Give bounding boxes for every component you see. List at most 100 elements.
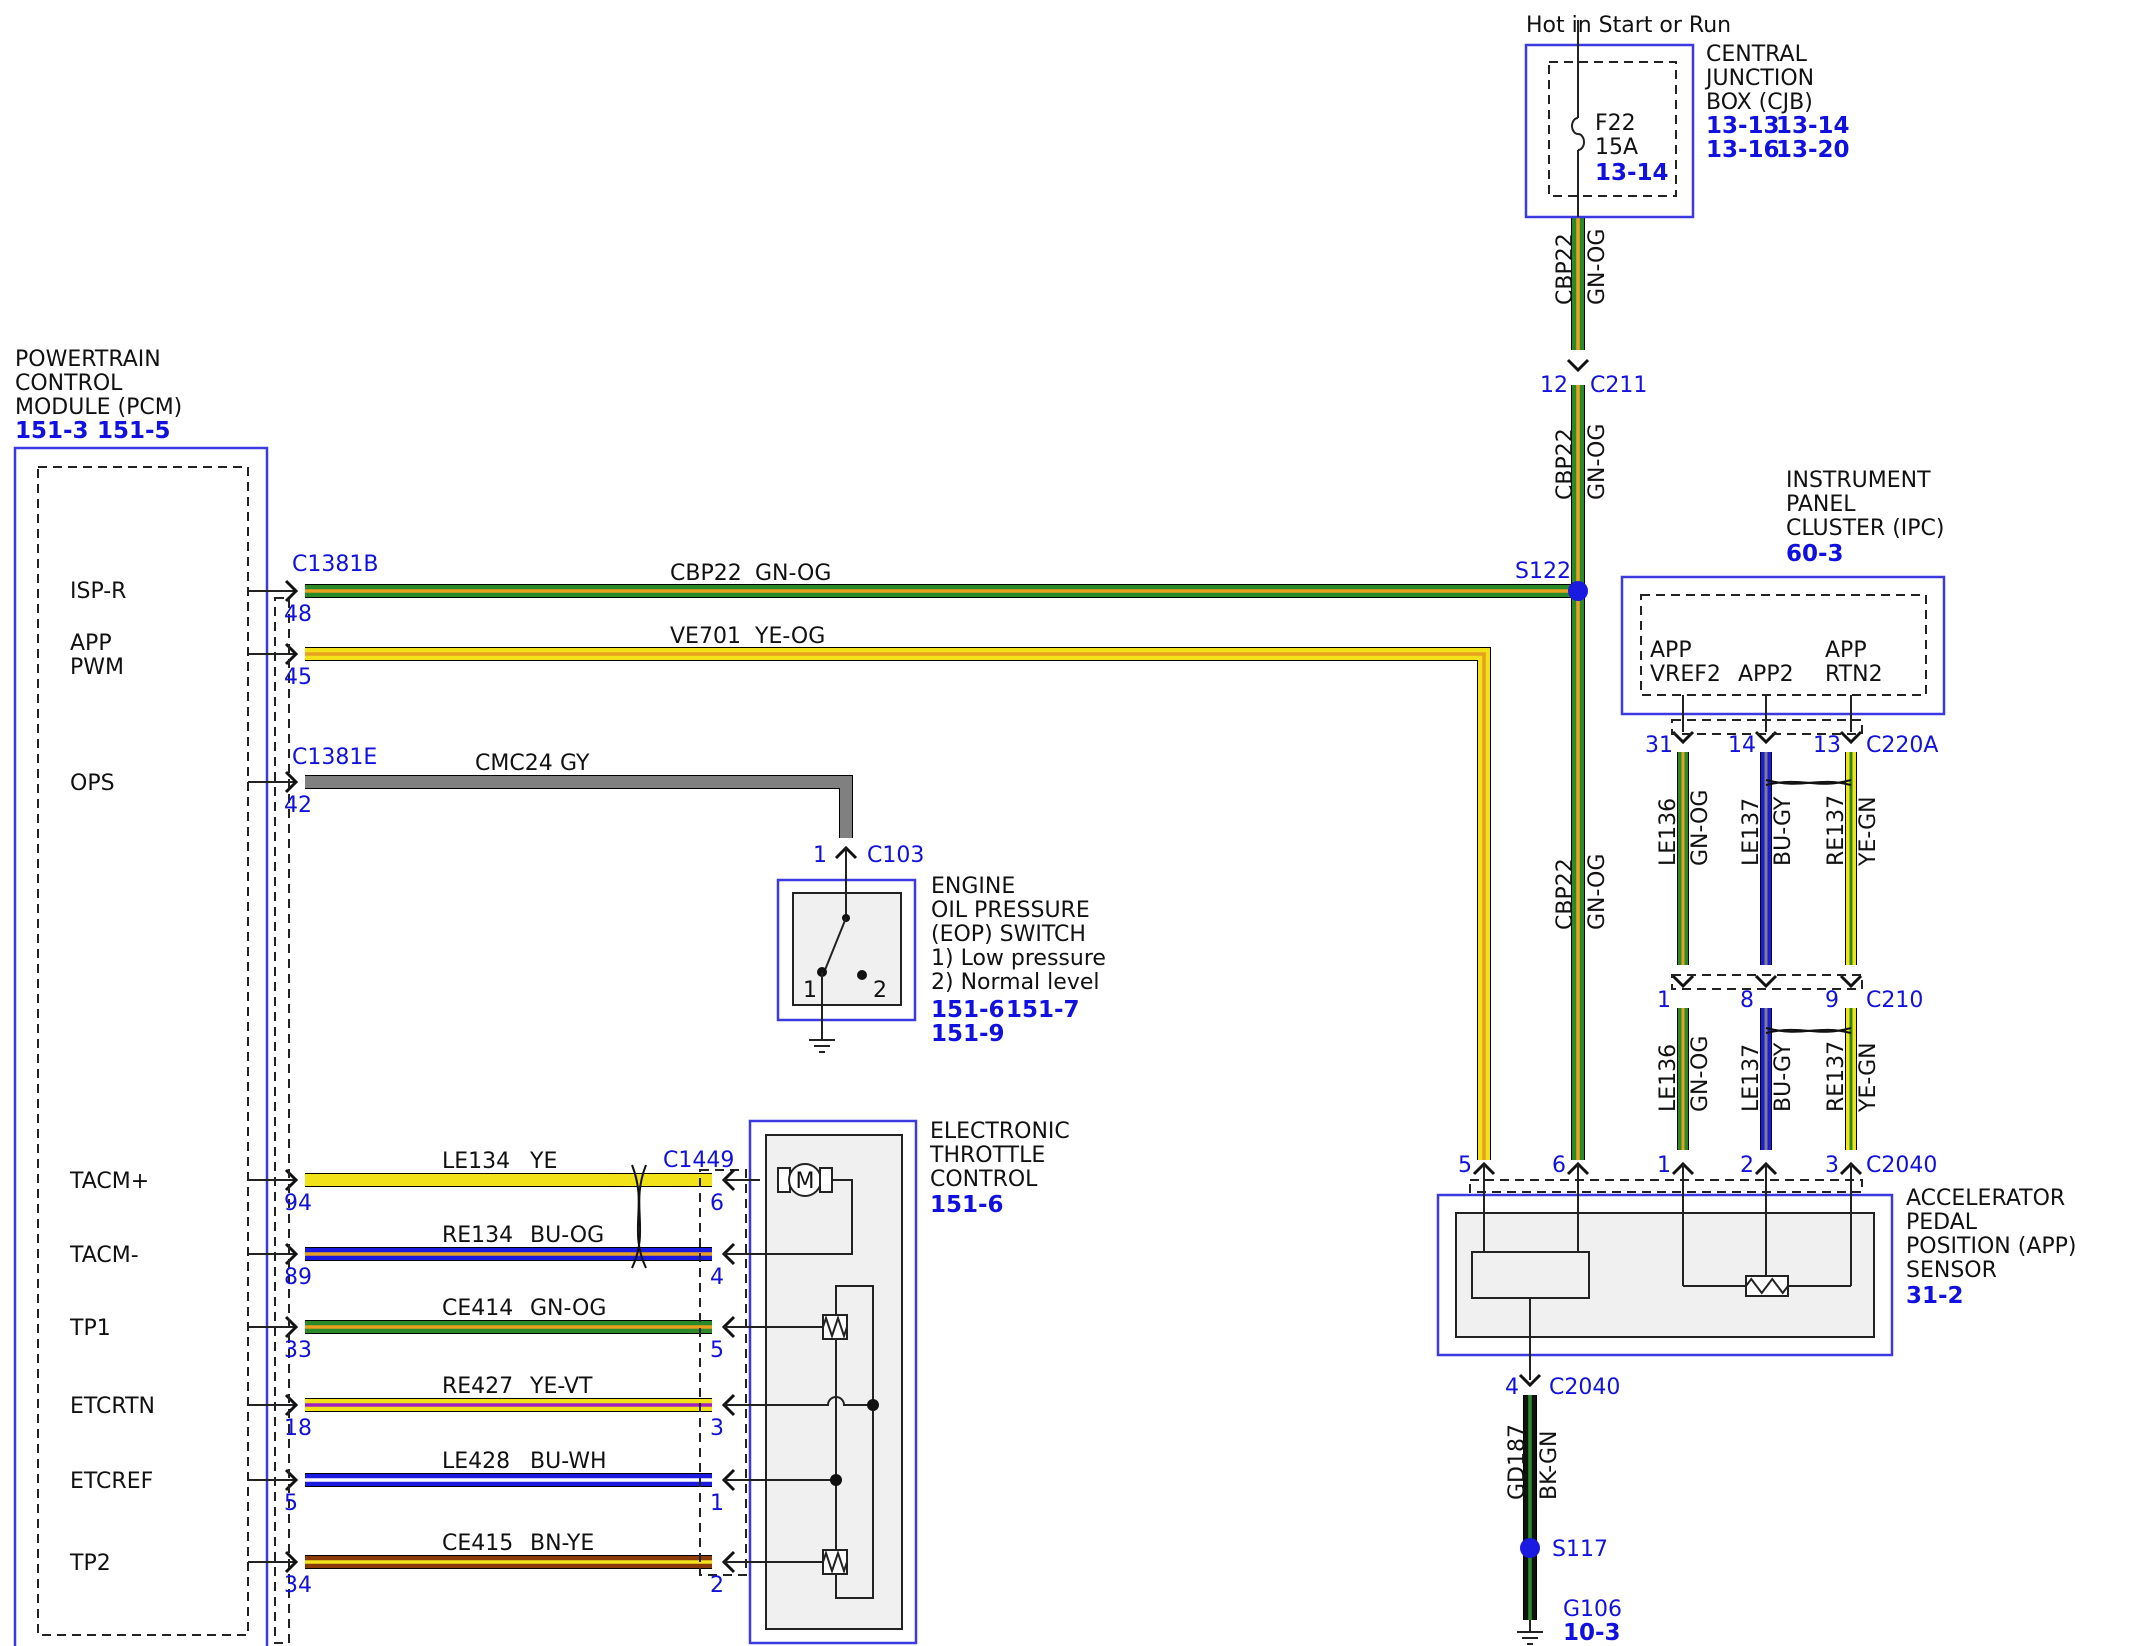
c2040-pin-number-2: 1 bbox=[1657, 1153, 1671, 1178]
etc-ref-link[interactable]: 151-6 bbox=[930, 1192, 1004, 1218]
pcm-box bbox=[13, 446, 269, 1646]
wire-app2-b-circuit: LE137 bbox=[1739, 1044, 1764, 1112]
pcm-pin-label-1-0: APP bbox=[70, 631, 112, 656]
fuse-ref-link[interactable]: 13-14 bbox=[1595, 160, 1669, 186]
pcm-pin-number-4: 89 bbox=[284, 1265, 312, 1290]
etcrtn-junction-dot bbox=[867, 1399, 879, 1411]
wire-app2-a-circuit: LE137 bbox=[1739, 798, 1764, 866]
wire-tacm-plus-color: YE bbox=[529, 1149, 557, 1174]
connector-c2040-ground-label: C2040 bbox=[1549, 1375, 1620, 1400]
wire-ops[interactable] bbox=[305, 776, 852, 838]
wire-ground-circuit: GD187 bbox=[1505, 1424, 1530, 1500]
splice-s122-label: S122 bbox=[1515, 559, 1571, 584]
eop-title-line-1: ENGINE bbox=[931, 874, 1015, 899]
wire-cjb-feed-a-color: GN-OG bbox=[1585, 229, 1610, 305]
pcm-pin-number-0: 48 bbox=[284, 602, 312, 627]
app-sensor-box bbox=[1436, 1193, 1894, 1357]
app-sensor-track-element-zigzag bbox=[1745, 1277, 1789, 1295]
etc-box bbox=[748, 1119, 918, 1645]
motor-label: M bbox=[796, 1169, 815, 1194]
wire-vref2-b-circuit: LE136 bbox=[1656, 1044, 1681, 1112]
connector-c1449-label: C1449 bbox=[663, 1148, 734, 1173]
wire-vref2-b-color: GN-OG bbox=[1688, 1036, 1713, 1112]
c210-pin-number-1: 8 bbox=[1740, 988, 1754, 1013]
wire-ops-outline bbox=[305, 775, 853, 838]
fuse-id: F22 bbox=[1595, 111, 1636, 136]
eop-title-line-3: (EOP) SWITCH bbox=[931, 922, 1086, 947]
wire-app-feed-circuit: CBP22 bbox=[1553, 858, 1578, 930]
c210-pin-arrow-0 bbox=[1671, 974, 1695, 989]
wire-cjb-feed-b-color: GN-OG bbox=[1585, 424, 1610, 500]
pcm-pin-label-2-0: OPS bbox=[70, 771, 115, 796]
ipc-title-line-1: INSTRUMENT bbox=[1786, 468, 1931, 493]
cjb-supply-label: Hot in Start or Run bbox=[1526, 13, 1731, 38]
eop-position-1-label: 1 bbox=[803, 978, 817, 1003]
connector-c103-label: C103 bbox=[867, 843, 924, 868]
c210-pin-number-2: 9 bbox=[1825, 988, 1839, 1013]
c2040-pin-number-1: 6 bbox=[1552, 1153, 1566, 1178]
ipc-pin-label-app2: APP2 bbox=[1738, 662, 1794, 687]
eop-ref-link[interactable]: 151-7 bbox=[1006, 997, 1080, 1023]
wire-app-feed-color: GN-OG bbox=[1585, 854, 1610, 930]
wire-tp2-circuit: CE415 bbox=[442, 1531, 513, 1556]
etcref-junction-dot bbox=[830, 1474, 842, 1486]
c1449-pin-number-3: 3 bbox=[710, 1416, 724, 1441]
eop-ref-link[interactable]: 151-6 bbox=[931, 997, 1005, 1023]
c103-pin-number: 1 bbox=[813, 843, 827, 868]
wire-vref2-a-color: GN-OG bbox=[1688, 790, 1713, 866]
c210-pin-arrow-1 bbox=[1754, 974, 1778, 989]
component-layer bbox=[13, 43, 1946, 1646]
twist-app2-rtn2-lower-b bbox=[1765, 1027, 1852, 1034]
cjb-ref-link[interactable]: 13-16 bbox=[1706, 137, 1780, 163]
wire-app2-b-color: BU-GY bbox=[1771, 1042, 1796, 1112]
app-sensor-ref-link[interactable]: 31-2 bbox=[1906, 1283, 1964, 1309]
cjb-ref-link[interactable]: 13-20 bbox=[1776, 137, 1850, 163]
eop-ref-link[interactable]: 151-9 bbox=[931, 1021, 1005, 1047]
c220a-pin-number-0: 31 bbox=[1645, 733, 1673, 758]
wire-etcrtn-color: YE-VT bbox=[529, 1374, 593, 1399]
ipc-title-line-3: CLUSTER (IPC) bbox=[1786, 516, 1945, 541]
splice-s117-label: S117 bbox=[1552, 1537, 1608, 1562]
ipc-ref-link[interactable]: 60-3 bbox=[1786, 541, 1844, 567]
wire-rtn2-a-color: YE-GN bbox=[1856, 796, 1881, 867]
c1449-pin-number-4: 1 bbox=[710, 1491, 724, 1516]
wire-ops-circuit: CMC24 bbox=[475, 751, 553, 776]
pcm-title-line-1: POWERTRAIN bbox=[15, 347, 161, 372]
twist-tacm-b bbox=[631, 1164, 647, 1269]
tp1-sensor-element-zigzag bbox=[822, 1314, 848, 1340]
c210-pin-number-0: 1 bbox=[1657, 988, 1671, 1013]
pcm-ref-link[interactable]: 151-5 bbox=[97, 418, 171, 444]
eop-switch-contact-2 bbox=[857, 970, 867, 980]
c1449-pin-number-2: 5 bbox=[710, 1338, 724, 1363]
pcm-pin-number-8: 34 bbox=[284, 1573, 312, 1598]
pcm-title-line-2: CONTROL bbox=[15, 371, 123, 396]
c2040-pin-number-3: 2 bbox=[1740, 1153, 1754, 1178]
c1449-connector-outline bbox=[699, 1169, 747, 1576]
cjb-title-line-1: CENTRAL bbox=[1706, 42, 1808, 67]
wire-rtn2-b-color: YE-GN bbox=[1856, 1042, 1881, 1113]
c220a-connector-outline bbox=[1671, 719, 1863, 735]
eop-title-line-2: OIL PRESSURE bbox=[931, 898, 1090, 923]
cjb-ref-link[interactable]: 13-13 bbox=[1706, 113, 1780, 139]
eop-switch-arm bbox=[824, 917, 847, 971]
connector-c1381b-label: C1381B bbox=[292, 552, 378, 577]
splice-s122-dot bbox=[1568, 581, 1588, 601]
cjb-ref-link[interactable]: 13-14 bbox=[1776, 113, 1850, 139]
ground-ref-link[interactable]: 10-3 bbox=[1563, 1620, 1621, 1646]
eop-position-2-label: 2 bbox=[873, 978, 887, 1003]
wire-vref2-a-circuit: LE136 bbox=[1656, 798, 1681, 866]
wire-isp-r-circuit: CBP22 bbox=[670, 561, 742, 586]
wire-ops-color: GY bbox=[560, 751, 590, 776]
wire-tacm-minus-circuit: RE134 bbox=[442, 1223, 513, 1248]
etc-title-line-2: THROTTLE bbox=[929, 1143, 1045, 1168]
app-sensor-title-line-3: POSITION (APP) bbox=[1906, 1234, 2076, 1259]
app-sensor-title-line-1: ACCELERATOR bbox=[1906, 1186, 2065, 1211]
pcm-pin-label-1-1: PWM bbox=[70, 655, 124, 680]
tp2-sensor-element-zigzag bbox=[822, 1549, 848, 1575]
fuse-rating: 15A bbox=[1595, 135, 1638, 160]
pcm-ref-link[interactable]: 151-3 bbox=[15, 418, 89, 444]
eop-note-line-2: 2) Normal level bbox=[931, 970, 1099, 995]
c220a-pin-arrow-1 bbox=[1754, 730, 1778, 745]
